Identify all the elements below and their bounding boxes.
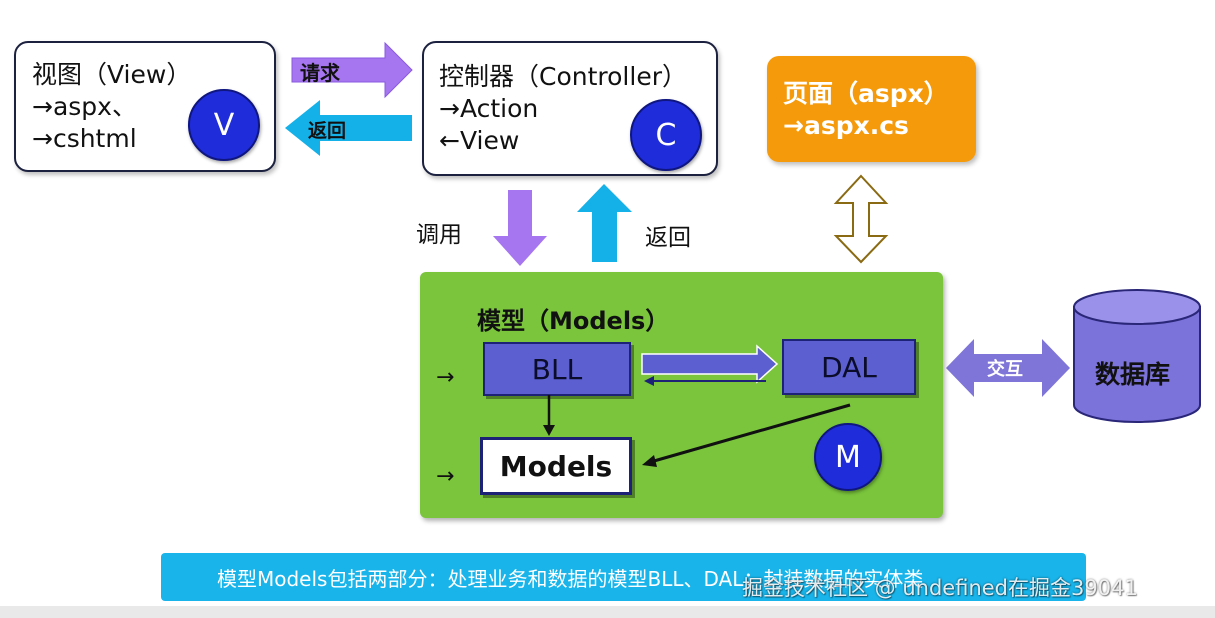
view-badge: V [188, 89, 260, 161]
return-label-left: 返回 [308, 120, 347, 142]
database-icon [1073, 289, 1201, 423]
models-entity-module: Models [480, 437, 632, 495]
marker-arrow-2: → [436, 464, 455, 489]
interact-label: 交互 [987, 359, 1023, 380]
return-label-up: 返回 [645, 225, 691, 251]
watermark-text: 掘金技术社区 @ undefined在掘金39041 [742, 576, 1138, 600]
dal-module: DAL [782, 339, 916, 395]
call-label: 调用 [416, 222, 462, 248]
models-badge: M [814, 423, 882, 491]
bll-module: BLL [483, 342, 631, 396]
controller-badge: C [630, 99, 702, 171]
aspx-line-cs: →aspx.cs [783, 111, 909, 140]
controller-title: 控制器（Controller） [439, 62, 687, 91]
view-box: 视图（View） →aspx、 →cshtml V [14, 41, 276, 172]
caption-text: 模型Models包括两部分：处理业务和数据的模型BLL、DAL；封装数据的实体类 [217, 566, 924, 591]
bottom-strip [0, 606, 1215, 618]
marker-arrow-1: → [436, 365, 455, 390]
caption-bar: 模型Models包括两部分：处理业务和数据的模型BLL、DAL；封装数据的实体类 [161, 553, 1086, 601]
view-line-aspx: →aspx、 [32, 92, 137, 121]
models-title: 模型（Models） [477, 307, 670, 335]
call-arrow-down [493, 190, 547, 266]
request-arrow [291, 41, 413, 99]
controller-box: 控制器（Controller） →Action ←View C [422, 41, 718, 176]
models-inner-arrows [543, 344, 851, 467]
database-label: 数据库 [1095, 360, 1171, 389]
return-arrow-up [577, 184, 632, 262]
models-panel: 模型（Models） → → BLL DAL Models M [420, 272, 943, 518]
bll-to-dal-arrow [641, 344, 779, 384]
interact-arrow [946, 339, 1070, 397]
controller-line-view: ←View [439, 126, 520, 155]
controller-line-action: →Action [439, 94, 539, 123]
aspx-title: 页面（aspx） [783, 79, 949, 108]
double-arrow-vertical [833, 174, 889, 264]
view-line-cshtml: →cshtml [32, 124, 137, 153]
aspx-page-box: 页面（aspx） →aspx.cs [767, 56, 976, 162]
view-title: 视图（View） [32, 60, 192, 89]
request-label: 请求 [300, 61, 340, 85]
return-arrow-left [285, 100, 412, 156]
